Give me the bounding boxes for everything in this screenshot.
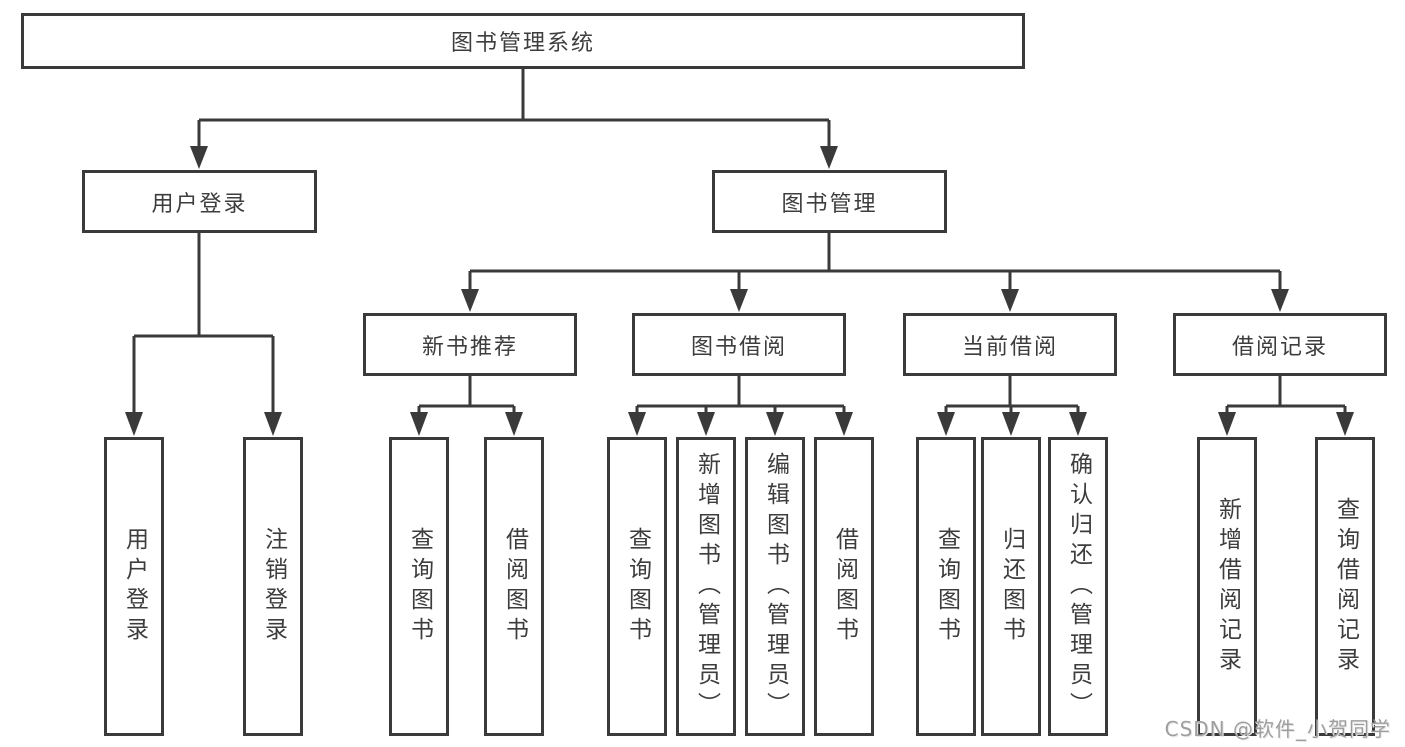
node-borrowing-records: 借阅记录 [1173, 313, 1387, 376]
node-new-book-recommend-label: 新书推荐 [421, 334, 518, 360]
node-book-management-label: 图书管理 [781, 191, 878, 217]
node-user-login: 用户登录 [82, 170, 317, 233]
leaf-borrowing-query-books-label: 查询图书 [624, 526, 651, 647]
leaf-logout-label: 注销登录 [260, 526, 287, 647]
leaf-records-add-record-label: 新增借阅记录 [1214, 496, 1241, 677]
leaf-borrowing-edit-books-admin: 编辑图书（管理员） [745, 437, 805, 736]
node-current-borrowing-label: 当前借阅 [961, 334, 1058, 360]
csdn-watermark: CSDN @软件_小贺同学 [1164, 717, 1391, 741]
node-book-borrowing: 图书借阅 [632, 313, 846, 376]
leaf-records-add-record: 新增借阅记录 [1197, 437, 1257, 736]
leaf-current-return-books: 归还图书 [981, 437, 1041, 736]
leaf-recommend-query-books: 查询图书 [389, 437, 449, 736]
node-current-borrowing: 当前借阅 [903, 313, 1117, 376]
leaf-current-query-books-label: 查询图书 [933, 526, 960, 647]
node-root-system: 图书管理系统 [21, 13, 1025, 69]
leaf-logout: 注销登录 [243, 437, 303, 736]
arrowheads [125, 146, 1354, 436]
leaf-recommend-borrow-books-label: 借阅图书 [501, 526, 528, 647]
leaf-user-login: 用户登录 [104, 437, 164, 736]
leaf-borrowing-edit-books-admin-label: 编辑图书（管理员） [762, 451, 789, 722]
leaf-borrowing-add-books-admin-label: 新增图书（管理员） [693, 451, 720, 722]
node-book-borrowing-label: 图书借阅 [690, 334, 787, 360]
leaf-current-confirm-return-admin-label: 确认归还（管理员） [1065, 451, 1092, 722]
leaf-records-query-record: 查询借阅记录 [1315, 437, 1375, 736]
leaf-current-query-books: 查询图书 [916, 437, 976, 736]
leaf-recommend-borrow-books: 借阅图书 [484, 437, 544, 736]
leaf-current-return-books-label: 归还图书 [998, 526, 1025, 647]
leaf-recommend-query-books-label: 查询图书 [406, 526, 433, 647]
node-user-login-label: 用户登录 [151, 191, 248, 217]
leaf-borrowing-borrow-books: 借阅图书 [814, 437, 874, 736]
node-new-book-recommend: 新书推荐 [363, 313, 577, 376]
leaf-records-query-record-label: 查询借阅记录 [1332, 496, 1359, 677]
leaf-current-confirm-return-admin: 确认归还（管理员） [1048, 437, 1108, 736]
node-root-system-label: 图书管理系统 [450, 31, 595, 56]
leaf-borrowing-query-books: 查询图书 [607, 437, 667, 736]
node-book-management: 图书管理 [712, 170, 947, 233]
leaf-borrowing-borrow-books-label: 借阅图书 [831, 526, 858, 647]
node-borrowing-records-label: 借阅记录 [1231, 334, 1328, 360]
leaf-user-login-label: 用户登录 [121, 526, 148, 647]
leaf-borrowing-add-books-admin: 新增图书（管理员） [676, 437, 736, 736]
